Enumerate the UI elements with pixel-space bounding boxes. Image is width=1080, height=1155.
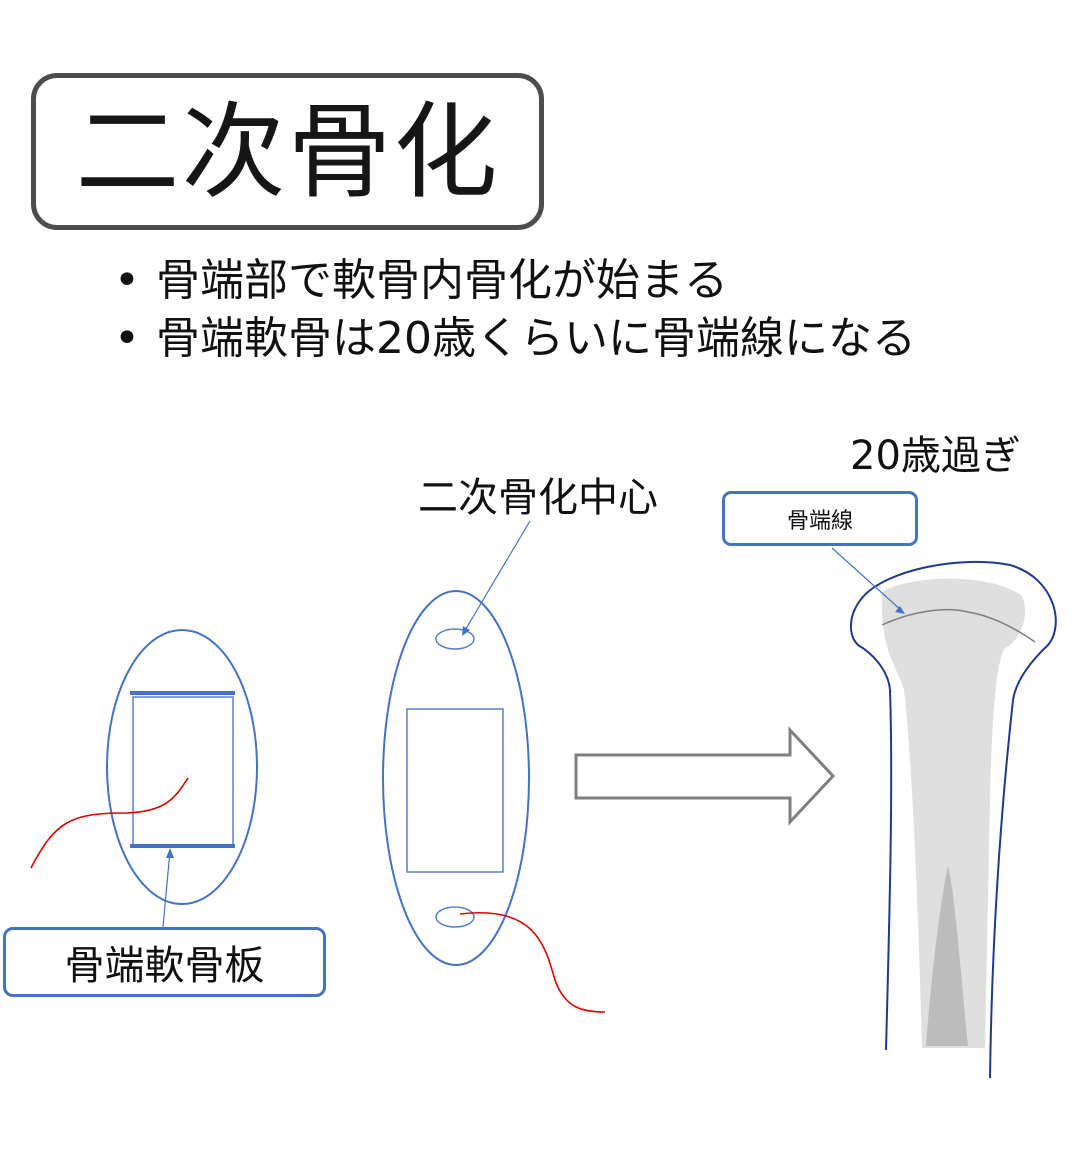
pointer-line-epiphyseal bbox=[831, 547, 903, 612]
page-title: 二次骨化 bbox=[75, 90, 500, 213]
ossification-center-top bbox=[435, 628, 475, 650]
medullary-gray-region bbox=[881, 578, 1026, 1048]
bullet-marker: • bbox=[114, 313, 140, 364]
epiphyseal-plate-box: 骨端軟骨板 bbox=[3, 927, 326, 997]
secondary-center-label: 二次骨化中心 bbox=[418, 475, 658, 521]
pointer-arrowhead-epiphyseal bbox=[895, 606, 905, 614]
stage-secondary-centers bbox=[382, 520, 606, 1013]
bullet-list: • 骨端部で軟骨内骨化が始まる • 骨端軟骨は20歳くらいに骨端線になる bbox=[112, 252, 916, 368]
blood-vessel-line bbox=[459, 911, 606, 1013]
transition-arrow bbox=[574, 726, 836, 826]
bullet-text-1: 骨端部で軟骨内骨化が始まる bbox=[156, 255, 728, 306]
bullet-text-2: 骨端軟骨は20歳くらいに骨端線になる bbox=[156, 313, 916, 364]
epiphyseal-line-curve bbox=[881, 608, 1036, 643]
stage-growth-plate bbox=[30, 629, 258, 928]
ossification-center-bottom bbox=[435, 906, 475, 928]
pointer-line-center bbox=[463, 520, 531, 633]
title-box: 二次骨化 bbox=[31, 73, 544, 230]
pointer-line-plate bbox=[162, 850, 171, 928]
marrow-cavity-dark bbox=[926, 866, 968, 1046]
epiphyseal-plate-label: 骨端軟骨板 bbox=[64, 943, 265, 989]
bone-outline-oval bbox=[382, 590, 530, 966]
bone-outline-oval bbox=[106, 629, 258, 905]
pointer-arrowhead-plate bbox=[166, 848, 174, 858]
diaphysis-rect bbox=[132, 696, 234, 847]
diaphysis-rect bbox=[406, 708, 504, 873]
epiphyseal-line-box: 骨端線 bbox=[722, 491, 918, 546]
epiphyseal-line-label: 骨端線 bbox=[786, 508, 853, 534]
stage-mature-bone bbox=[831, 547, 1057, 1079]
bone-outline-left bbox=[850, 560, 1057, 1079]
bullet-item: • 骨端軟骨は20歳くらいに骨端線になる bbox=[112, 310, 916, 368]
blood-vessel-line bbox=[30, 777, 189, 869]
pointer-arrowhead-center bbox=[462, 626, 470, 636]
bullet-item: • 骨端部で軟骨内骨化が始まる bbox=[112, 252, 916, 310]
bullet-marker: • bbox=[114, 255, 140, 306]
after-twenty-label: 20歳過ぎ bbox=[850, 433, 1021, 479]
